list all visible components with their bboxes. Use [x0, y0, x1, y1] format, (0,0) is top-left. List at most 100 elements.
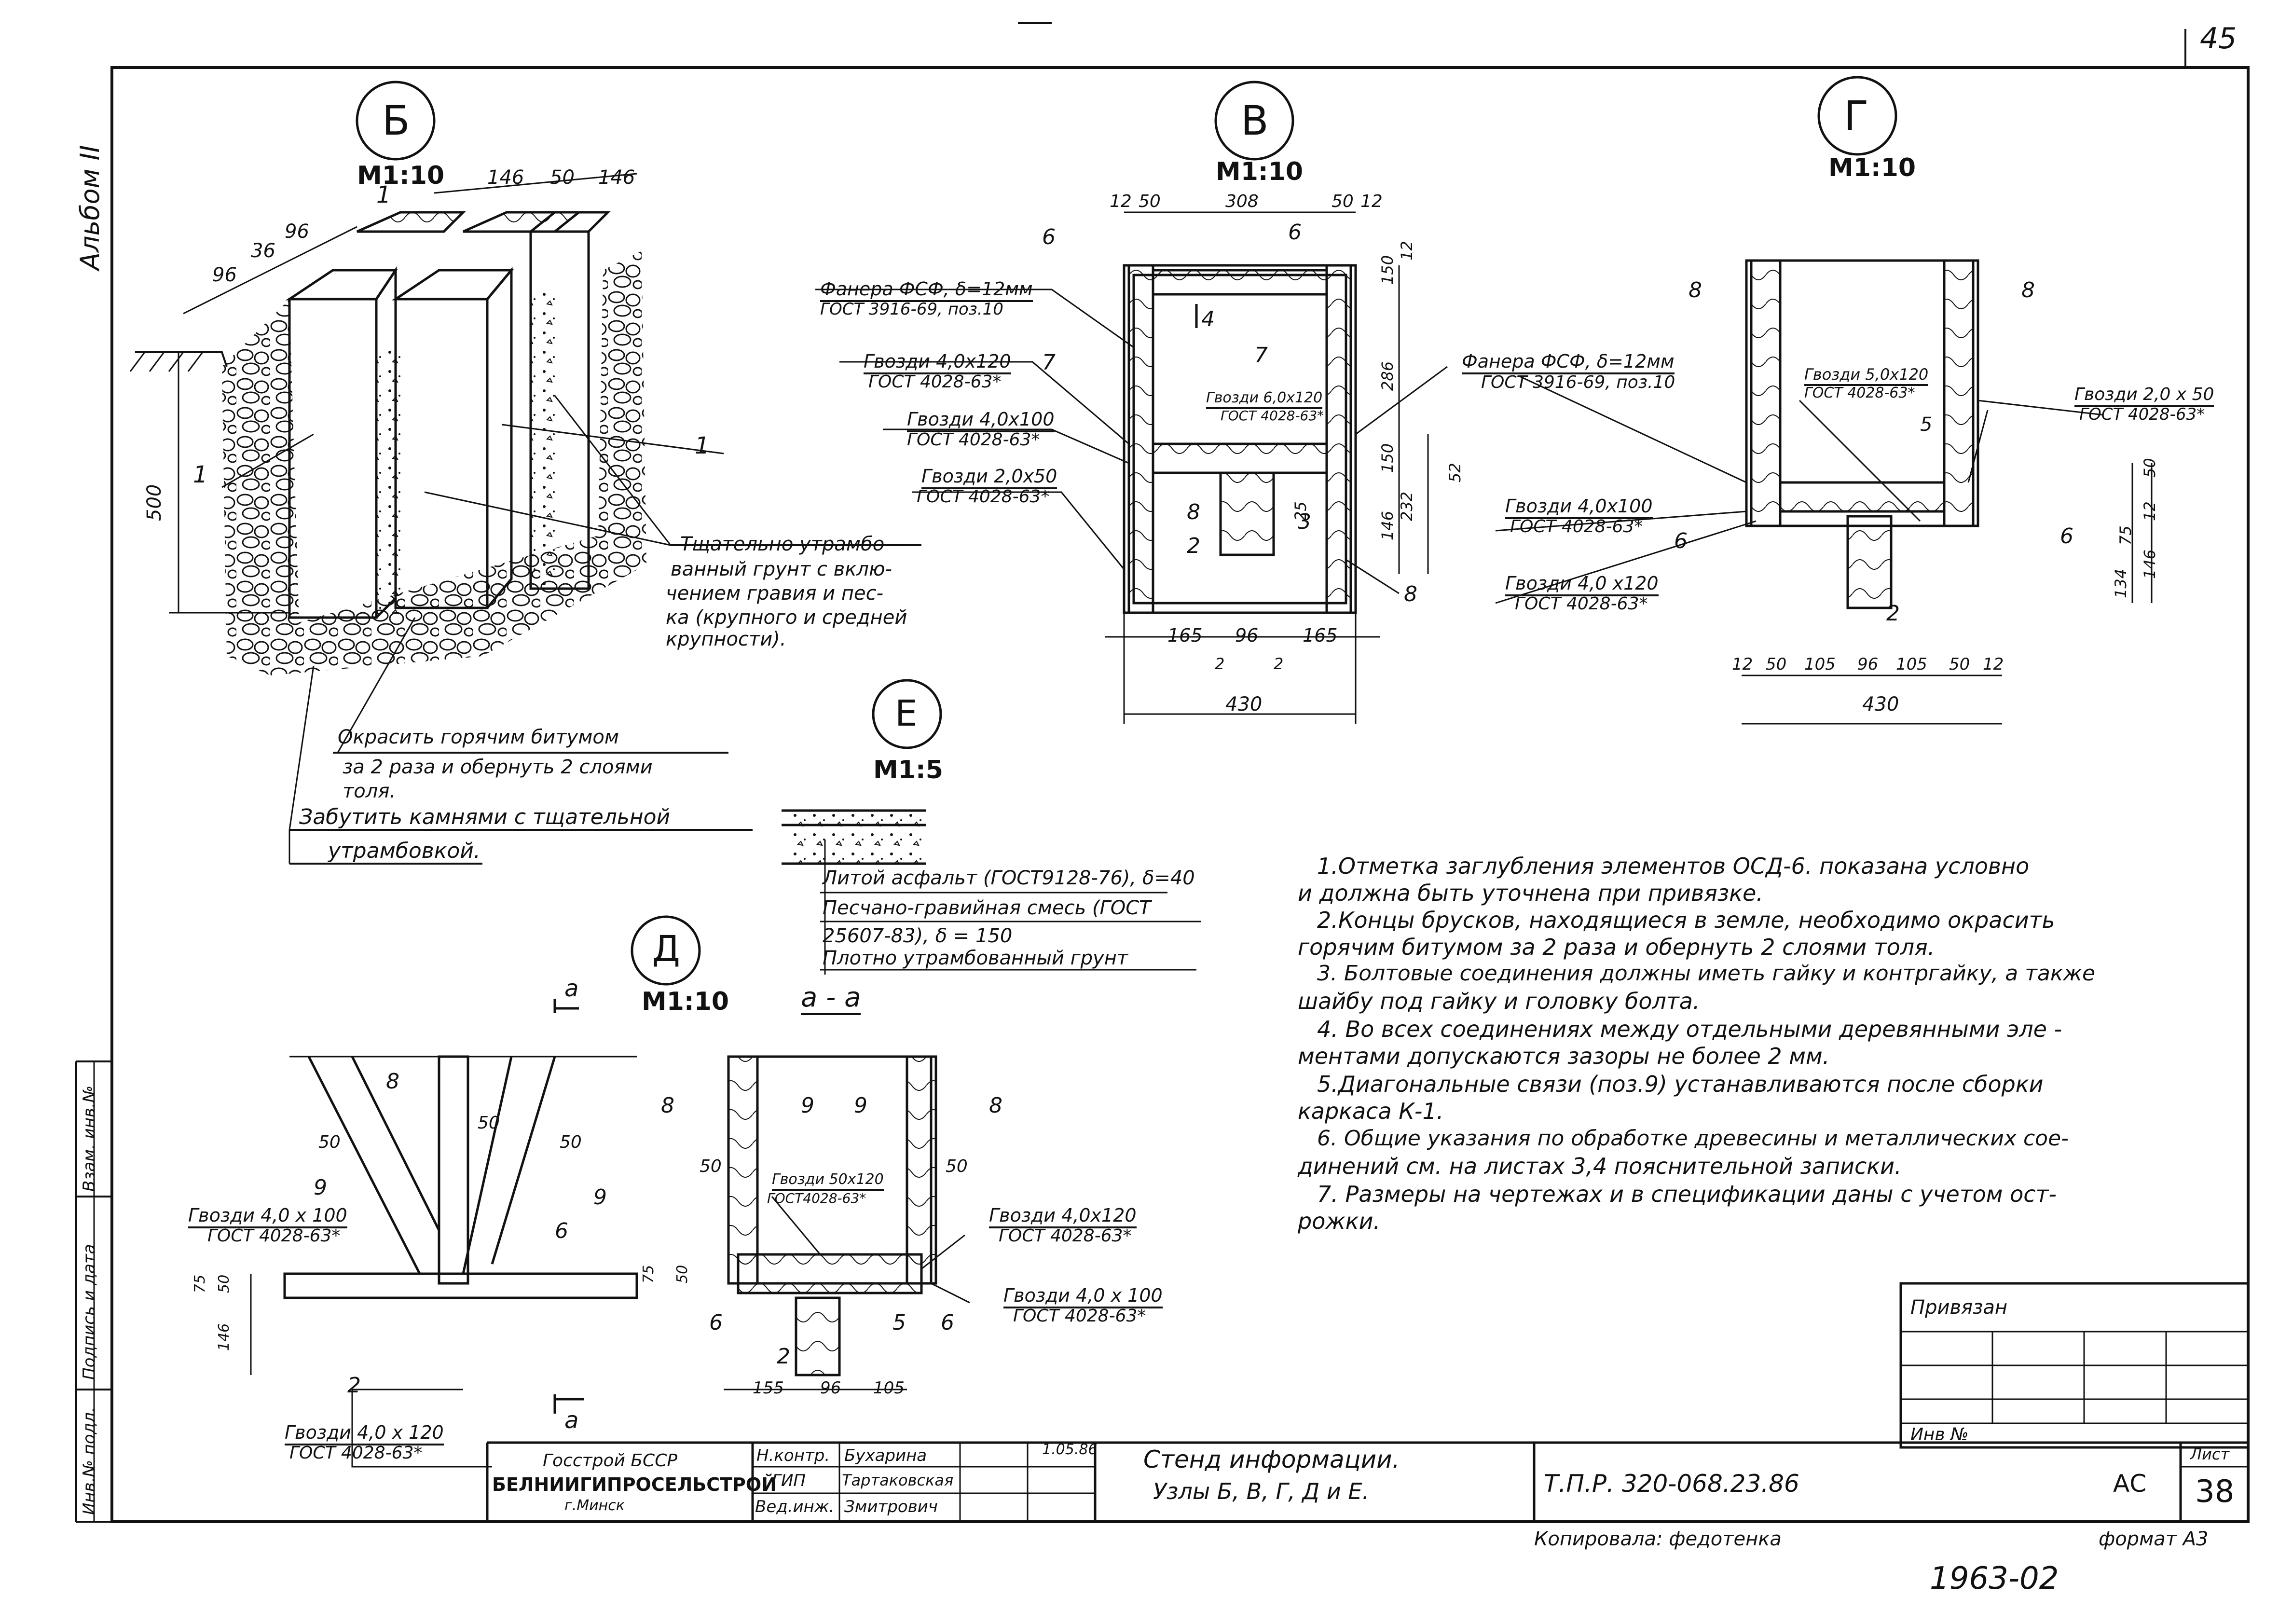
- node-v-plywood-mid: Фанера ФСФ, δ=12мм: [1462, 352, 1675, 374]
- node-d-dim: 50: [216, 1274, 233, 1293]
- node-d-drawing: [250, 999, 638, 1468]
- node-v-nails-note-inner: ГОСТ 4028-63*: [1221, 408, 1324, 424]
- node-v-plywood-mid: ГОСТ 3916-69, поз.10: [1481, 372, 1675, 392]
- binding-title: Привязан: [1910, 1296, 2008, 1319]
- note-line: каркаса К-1.: [1298, 1098, 1444, 1124]
- node-v-dim: 12: [1110, 192, 1132, 211]
- node-b-callout: 1: [193, 461, 208, 488]
- node-v-dim: 150: [1378, 443, 1397, 473]
- project-code: Т.П.Р. 320-068.23.86: [1544, 1470, 1799, 1498]
- node-b-dim-500: 500: [143, 484, 165, 521]
- node-d-callout: 9: [854, 1093, 867, 1118]
- section-cut-top: а: [564, 975, 579, 1002]
- node-v-dim: 165: [1303, 625, 1338, 646]
- node-v-nails-note: Гвозди 2,0х50: [921, 467, 1057, 489]
- node-d-callout: 2: [347, 1373, 361, 1398]
- node-d-dim: 105: [873, 1378, 905, 1398]
- node-g-nails-note: ГОСТ 4028-63*: [1510, 517, 1643, 537]
- node-v-dim: 12: [1398, 241, 1416, 261]
- node-g-dim: 12: [2141, 501, 2159, 521]
- node-b-dim: 96: [285, 220, 309, 243]
- node-g-callout: 6: [1674, 529, 1688, 553]
- note-line: 3. Болтовые соединения должны иметь гайк…: [1317, 961, 2096, 986]
- node-g-dim: 50: [1766, 655, 1787, 674]
- node-d-dim: 50: [478, 1113, 500, 1133]
- node-e-layer: 25607-83), δ = 150: [823, 925, 1013, 947]
- node-v-dim: 52: [1446, 463, 1464, 482]
- node-g-callout: 8: [1689, 278, 1702, 303]
- node-v-nails-note: ГОСТ 4028-63*: [868, 372, 1002, 392]
- node-v-dim: 430: [1225, 693, 1263, 716]
- node-d-callout: 8: [386, 1069, 399, 1094]
- node-d-nails-note: ГОСТ4028-63*: [767, 1190, 866, 1206]
- note-line: 6. Общие указания по обработке древесины…: [1317, 1126, 2069, 1151]
- node-d-nails-note: Гвозди 4,0х120: [989, 1206, 1137, 1228]
- node-e-label: Е: [895, 693, 918, 734]
- node-g-dim: 50: [1949, 655, 1970, 674]
- node-d-callout: 5: [892, 1310, 906, 1335]
- node-g-callout: 8: [2021, 278, 2035, 303]
- node-d-dim: 75: [640, 1265, 657, 1283]
- node-b-callout: 1: [695, 432, 710, 459]
- node-b-soil-note: чением гравия и пес-: [666, 582, 884, 605]
- role-label: Вед.инж.: [755, 1497, 835, 1516]
- node-d-callout: 8: [661, 1093, 674, 1118]
- node-d-dim: 50: [560, 1132, 582, 1152]
- node-d-callout: 6: [941, 1310, 954, 1335]
- sign-date: 1.05.86: [1042, 1441, 1098, 1458]
- node-g-nails-note: ГОСТ 4028-63*: [1804, 385, 1915, 401]
- node-v-dim: 146: [1378, 510, 1397, 540]
- node-v-callout: 4: [1201, 307, 1215, 331]
- node-v-nails-note: Гвозди 4,0х100: [907, 410, 1055, 432]
- node-g-nails-note: ГОСТ 4028-63*: [2079, 405, 2205, 424]
- node-v-scale: М1:10: [1216, 157, 1304, 186]
- section-cut-bottom: а: [564, 1407, 579, 1434]
- sheet-frame: [75, 22, 2250, 1523]
- node-d-nails-note: ГОСТ 4028-63*: [999, 1226, 1132, 1246]
- node-d-nails-note: Гвозди 4,0 х 100: [188, 1206, 347, 1228]
- side-stamp-replace: Взам. инв.№: [80, 1085, 99, 1192]
- side-stamp-inv: Инв.№ подл.: [80, 1407, 99, 1515]
- node-v-dim: 96: [1235, 625, 1259, 646]
- node-v-callout: 8: [1187, 500, 1200, 524]
- node-g-drawing: [1495, 259, 2153, 725]
- node-b-stones-note: Забутить камнями с тщательной: [299, 805, 671, 829]
- node-g-nails-note: Гвозди 5,0х120: [1804, 367, 1929, 386]
- note-line: 2.Концы брусков, находящиеся в земле, не…: [1317, 907, 2055, 933]
- node-v-nails-note: ГОСТ 4028-63*: [917, 487, 1050, 507]
- title-block: [486, 1441, 2248, 1522]
- format-label: формат А3: [2099, 1528, 2209, 1550]
- node-e-layer: Плотно утрамбованный грунт: [823, 947, 1128, 969]
- node-v-callout: 2: [1187, 534, 1200, 558]
- role-name: Тартаковская: [842, 1471, 954, 1489]
- stage-code: АС: [2113, 1470, 2147, 1498]
- album-label: Альбом II: [75, 145, 105, 270]
- section-aa-drawing: [724, 1055, 970, 1390]
- page-number: 45: [2200, 22, 2237, 55]
- note-line: ментами допускаются зазоры не более 2 мм…: [1298, 1043, 1830, 1069]
- node-v-callout: 8: [1404, 582, 1417, 606]
- node-b-soil-note: крупности).: [666, 628, 786, 650]
- node-b-callout: 1: [376, 181, 391, 208]
- node-d-callout: 6: [709, 1310, 723, 1335]
- note-line: 4. Во всех соединениях между отдельными …: [1317, 1016, 2062, 1042]
- node-b-soil-note: Тщательно утрамбо -: [680, 533, 898, 555]
- node-v-dim: 308: [1225, 192, 1259, 211]
- node-d-dim: 146: [216, 1323, 233, 1351]
- archive-number: 1963-02: [1930, 1561, 2059, 1596]
- node-d-callout: 2: [777, 1344, 790, 1369]
- node-g-dim: 75: [2116, 525, 2135, 545]
- node-g-callout: 5: [1920, 413, 1933, 436]
- node-g-dim: 105: [1896, 655, 1927, 674]
- org-city: г.Минск: [564, 1497, 625, 1514]
- node-g-scale: М1:10: [1828, 153, 1916, 182]
- side-stamp-sign: Подпись и дата: [80, 1244, 99, 1380]
- role-name: Бухарина: [844, 1446, 927, 1465]
- node-g-callout: 2: [1886, 601, 1900, 626]
- node-b-bitumen-note: за 2 раза и обернуть 2 слоями: [343, 756, 653, 778]
- node-v-callout: 3: [1298, 509, 1311, 534]
- node-d-nails-note: Гвозди 50х120: [772, 1172, 884, 1191]
- role-name: Змитрович: [844, 1497, 938, 1516]
- node-b-bitumen-note: Окрасить горячим битумом: [338, 726, 619, 748]
